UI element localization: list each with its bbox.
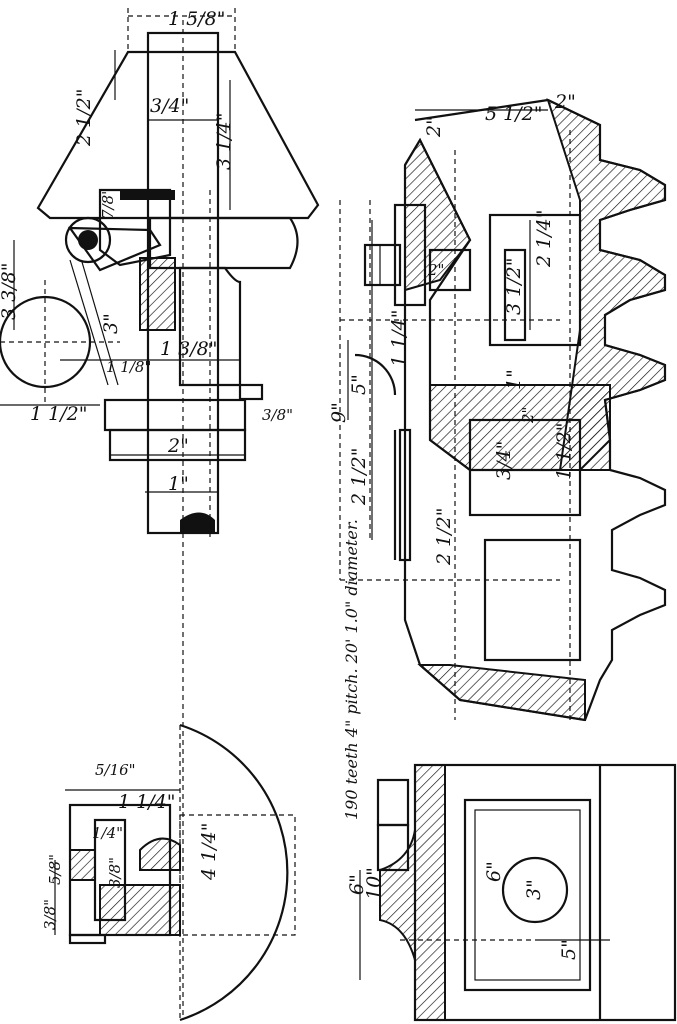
dim-right-10: 9"	[328, 402, 350, 423]
gear-section-view: 2" 5 1/2" 2" 2" 2 1/4" 3 1/2" 1 1/4" 1" …	[328, 91, 667, 722]
dim-right-2: 5 1/2"	[485, 103, 542, 125]
dim-top-12: 2"	[167, 435, 189, 457]
dim-right-13: 1 1/2"	[553, 423, 575, 480]
dim-right-4: 2"	[427, 261, 444, 279]
dim-bl-2: 1 1/4"	[118, 791, 175, 813]
caption: 190 teeth 4" pitch. 20' 1.0" diameter.	[342, 519, 361, 820]
dim-top-10: 1 1/2"	[30, 403, 87, 425]
dim-top-5: 7/8"	[99, 188, 117, 219]
dim-bl-5: 3/8"	[106, 857, 124, 888]
hatched-flange	[139, 257, 176, 331]
dim-top-7: 3"	[100, 313, 122, 334]
dim-right-5: 2 1/4"	[533, 210, 555, 268]
dim-bl-4: 5/8"	[46, 854, 64, 885]
dim-bl-7: 3/8"	[41, 899, 59, 930]
upper-left-view: 1 5/8" 2 1/2" 3/4" 3 1/4" 7/8" 3 3/8" 3"…	[0, 8, 320, 1020]
half-disc	[179, 723, 289, 1022]
dim-top-11: 3/8"	[262, 406, 293, 424]
bore	[501, 856, 569, 924]
dim-right-8: 1"	[503, 369, 525, 390]
dim-right-9: 5"	[348, 374, 370, 395]
dim-br-2: 10"	[363, 867, 385, 900]
dim-right-6: 3 1/2"	[503, 258, 525, 315]
dim-top-2: 2 1/2"	[73, 89, 95, 147]
dim-br-1: 6"	[346, 874, 368, 895]
dim-top-13: 1"	[168, 473, 189, 495]
dim-top-6: 3 3/8"	[0, 263, 20, 320]
dim-right-1: 2"	[423, 116, 445, 138]
dim-br-4: 3"	[523, 879, 545, 900]
lower-right-view: 6" 10" 6" 3" 5"	[346, 763, 677, 1022]
dim-top-4: 3 1/4"	[213, 113, 235, 170]
hatched-rim-edge	[414, 764, 446, 1021]
dim-right-15: 2 1/2"	[433, 508, 455, 566]
dim-right-3: 2"	[554, 91, 576, 113]
pivot	[64, 216, 112, 264]
dim-top-9: 1 3/8"	[160, 338, 217, 360]
dim-bl-6: 4 1/4"	[198, 823, 220, 881]
dim-top-3: 3/4"	[150, 95, 189, 117]
dim-bl-3: 1/4"	[92, 824, 123, 842]
lower-left-view: 5/16" 1 1/4" 1/4" 5/8" 3/8" 4 1/4" 3/8"	[41, 723, 296, 1022]
dim-right-7: 1 1/4"	[388, 310, 410, 367]
cone	[36, 50, 320, 220]
hatched-boss	[99, 884, 181, 936]
dim-top-8: 1 1/8"	[106, 358, 151, 376]
dim-right-12: 3/4"	[493, 441, 515, 480]
hatched-web	[429, 384, 611, 471]
dim-br-3: 6"	[483, 861, 505, 882]
dim-right-14: 2 1/2"	[348, 448, 370, 506]
opening	[463, 798, 592, 992]
dim-br-5: 5"	[558, 939, 580, 960]
dim-bl-1: 5/16"	[95, 761, 136, 779]
dim-top-1: 1 5/8"	[168, 8, 225, 30]
dim-right-11: 2"	[519, 407, 537, 424]
